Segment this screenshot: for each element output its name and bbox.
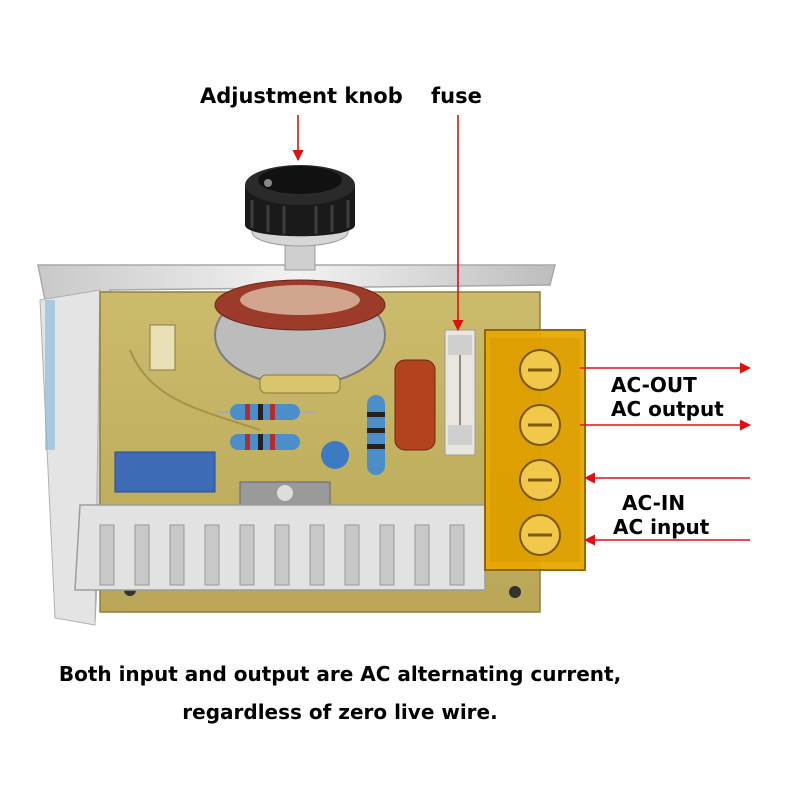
terminal-screw [519,349,561,391]
terminal-screw [519,514,561,556]
adjustment-knob [245,165,355,271]
resistor [230,434,300,450]
adjustment-knob-label: Adjustment knob [200,84,403,108]
ac-input-label: AC input [613,515,710,539]
terminal-screw [519,404,561,446]
ac-out-label: AC-OUT [611,373,697,397]
caption-line-2: regardless of zero live wire. [182,700,498,724]
fuse-component [444,329,476,456]
ceramic-capacitor [321,441,349,469]
fuse-label: fuse [431,84,482,108]
heatsink [74,481,486,591]
resistor [367,395,385,475]
film-capacitor [394,359,436,451]
potentiometer [214,279,386,394]
ac-output-label: AC output [611,397,724,421]
terminal-block [484,329,586,571]
resistor [215,404,315,420]
annotation-arrows [292,115,752,546]
box-capacitor [114,451,216,493]
ac-in-label: AC-IN [622,491,686,515]
caption-line-1: Both input and output are AC alternating… [58,662,622,686]
terminal-screw [519,459,561,501]
